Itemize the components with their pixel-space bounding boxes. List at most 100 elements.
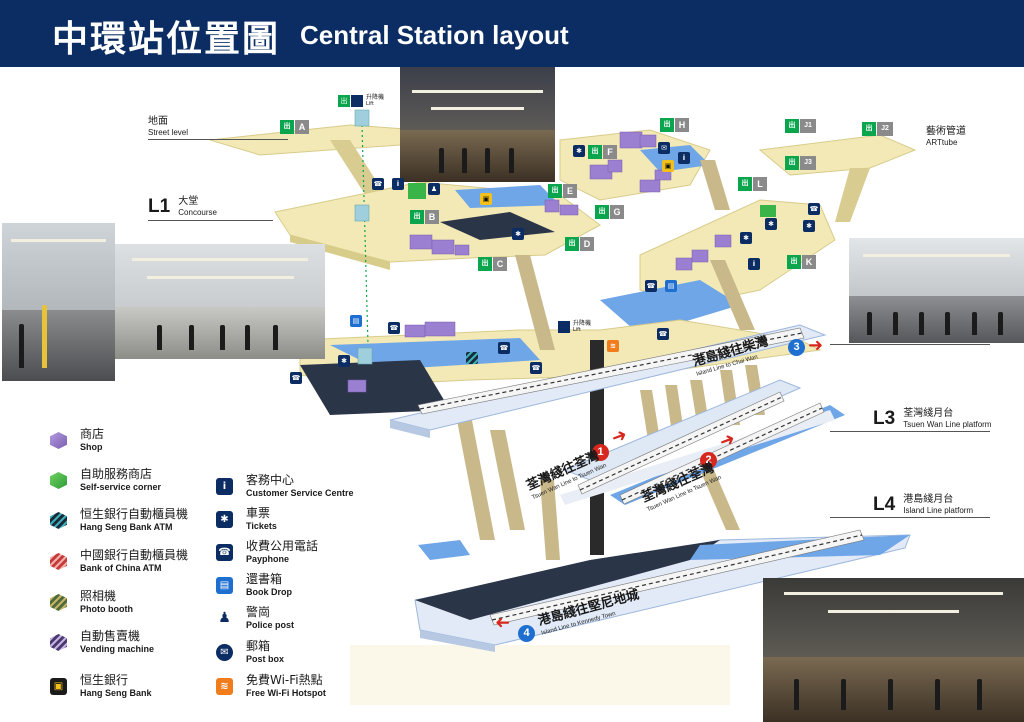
exit-b[interactable]: 出 B: [410, 210, 439, 224]
customer-service-icon: i: [392, 178, 404, 190]
l3-platform: [563, 379, 802, 481]
street-level-rule: [148, 139, 288, 140]
lift-dotted-line: [361, 124, 369, 346]
wifi-hotspot-icon: ≋: [216, 678, 233, 695]
exit-icon: 出: [548, 184, 562, 198]
wifi-hotspot-icon: ≋: [607, 340, 619, 352]
lift-box-mid: [354, 204, 370, 222]
customer-service-icon: i: [678, 152, 690, 164]
boc-atm-icon: [50, 553, 67, 570]
payphone-icon: ☎: [808, 203, 820, 215]
shop-cubes: [347, 131, 732, 393]
customer-service-icon: i: [216, 478, 233, 495]
photo-concourse-top: [400, 67, 555, 182]
header-bar: 中環站位置圖 Central Station layout: [0, 0, 1024, 67]
exit-c[interactable]: 出 C: [478, 257, 507, 271]
exit-d[interactable]: 出 D: [565, 237, 594, 251]
concourse-level-rule: [148, 220, 273, 221]
payphone-icon: ☎: [530, 362, 542, 374]
lift-icon: [351, 95, 363, 107]
mini-blue-block: [418, 540, 470, 560]
right-blue-walk: [600, 280, 740, 335]
exit-j3[interactable]: 出 J3: [785, 156, 816, 170]
exit-icon: 出: [338, 95, 350, 107]
photo-platform-right: [849, 238, 1024, 343]
book-drop-icon: ▤: [216, 577, 233, 594]
street-level-label: 地面 Street level: [148, 116, 189, 137]
exit-h[interactable]: 出 H: [660, 118, 689, 132]
exit-g[interactable]: 出 G: [595, 205, 624, 219]
vending-machine-icon: [50, 634, 67, 651]
exit-k[interactable]: 出 K: [787, 255, 816, 269]
photo-booth-icon: [50, 594, 67, 611]
title-chinese: 中環站位置圖: [52, 19, 281, 60]
escalator-columns: [455, 160, 765, 560]
tickets-icon: ✱: [338, 355, 350, 367]
payphone-icon: ☎: [372, 178, 384, 190]
payphone-icon: ☎: [388, 322, 400, 334]
train-tw-1: [577, 391, 785, 495]
post-box-icon: ✉: [658, 142, 670, 154]
lift-icon: [558, 321, 570, 333]
payphone-icon: ☎: [645, 280, 657, 292]
tickets-icon: ✱: [573, 145, 585, 157]
l4-level-rule: [830, 517, 990, 518]
exit-j2[interactable]: 出 J2: [862, 122, 893, 136]
lift-tag-low: 升降機 Lift: [558, 320, 591, 334]
exit-icon: 出: [280, 120, 294, 134]
exit-l[interactable]: 出 L: [738, 177, 767, 191]
exit-e[interactable]: 出 E: [548, 184, 577, 198]
customer-service-icon: i: [748, 258, 760, 270]
lift-box-top: [354, 109, 370, 127]
line-2-badge: 2: [700, 452, 717, 469]
street-walkway: [209, 124, 422, 156]
tickets-icon: ✱: [512, 228, 524, 240]
police-post-icon: ♟: [216, 610, 233, 627]
shop-cube-icon: [50, 432, 67, 449]
payphone-icon: ☎: [657, 328, 669, 340]
train-l4: [489, 529, 865, 626]
exit-icon: 出: [595, 205, 609, 219]
photo-platform-left: [2, 223, 115, 381]
concourse-dark-hole: [440, 212, 555, 240]
l4-level-label: L4 港島綫月台 Island Line platform: [873, 494, 974, 515]
book-drop-icon: ▤: [350, 315, 362, 327]
train-tw-2: [619, 402, 825, 505]
bg-patch: [350, 645, 730, 705]
tickets-icon: ✱: [740, 232, 752, 244]
tickets-icon: ✱: [765, 218, 777, 230]
line-1-badge: 1: [592, 444, 609, 461]
tickets-icon: ✱: [803, 220, 815, 232]
hang-seng-bank-icon: ▣: [480, 193, 492, 205]
line-4-arrow: ➜: [495, 612, 511, 633]
exit-icon: 出: [785, 119, 799, 133]
arttube-label: 藝術管道 ARTtube: [926, 126, 966, 147]
payphone-icon: ☎: [216, 544, 233, 561]
exit-icon: 出: [787, 255, 801, 269]
exit-j1[interactable]: 出 J1: [785, 119, 816, 133]
train-upper: [417, 327, 805, 415]
exit-a[interactable]: 出 A: [280, 120, 309, 134]
payphone-icon: ☎: [498, 342, 510, 354]
payphone-icon: ☎: [290, 372, 302, 384]
lift-tag-top: 出 升降機 Lift: [338, 94, 384, 108]
exit-icon: 出: [862, 122, 876, 136]
l3-level-rule: [830, 431, 990, 432]
exit-icon: 出: [660, 118, 674, 132]
lower-dark-track: [300, 360, 450, 415]
line-3-badge: 3: [788, 339, 805, 356]
arttube-stair: [835, 168, 870, 222]
hang-seng-atm-icon: [50, 512, 67, 529]
self-service-block: [408, 183, 426, 199]
lift-box-low: [357, 347, 373, 365]
exit-icon: 出: [410, 210, 424, 224]
exit-f[interactable]: 出 F: [588, 145, 617, 159]
